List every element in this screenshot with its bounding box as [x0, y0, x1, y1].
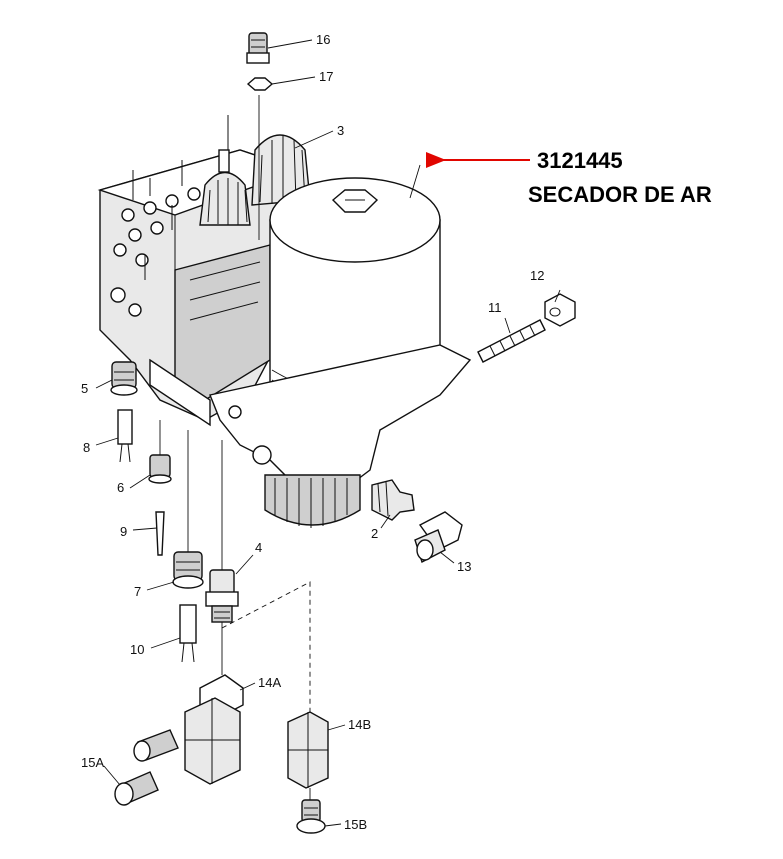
pin-10 — [179, 604, 197, 663]
callout-17: 17 — [319, 69, 333, 84]
callout-7: 7 — [134, 584, 141, 599]
callout-14b: 14B — [348, 717, 371, 732]
callout-15a: 15A — [81, 755, 104, 770]
dryer-base — [209, 344, 472, 528]
callout-4: 4 — [255, 540, 262, 555]
part-number-label: 3121445 — [537, 148, 623, 173]
fitting-13 — [414, 511, 463, 564]
callout-1: 1 — [425, 152, 432, 167]
coupling-block-14b — [287, 711, 329, 789]
callout-10: 10 — [130, 642, 144, 657]
pin-8 — [117, 409, 133, 463]
nut-12 — [544, 293, 576, 327]
plug-7 — [172, 551, 204, 589]
fitting-15a-lower — [114, 771, 159, 806]
plug-5 — [110, 361, 138, 396]
valve-block-housing — [97, 115, 303, 427]
callout-leaders — [95, 39, 561, 827]
dashed-connection-line — [221, 581, 311, 720]
callout-16: 16 — [316, 32, 330, 47]
callout-14a: 14A — [258, 675, 281, 690]
fitting-15b — [296, 799, 326, 834]
nut-17 — [246, 77, 274, 91]
callout-2: 2 — [371, 526, 378, 541]
callout-13: 13 — [457, 559, 471, 574]
callout-9: 9 — [120, 524, 127, 539]
callout-labels: 16 17 3 1 12 11 5 8 6 9 7 10 4 2 13 14A … — [81, 32, 544, 832]
pin-9 — [155, 511, 165, 556]
coupling-block-14a — [184, 674, 244, 785]
callout-12: 12 — [530, 268, 544, 283]
callout-5: 5 — [81, 381, 88, 396]
callout-3: 3 — [337, 123, 344, 138]
callout-6: 6 — [117, 480, 124, 495]
callout-15b: 15B — [344, 817, 367, 832]
callout-11: 11 — [488, 300, 502, 315]
plug-6 — [148, 454, 172, 484]
fitting-4 — [205, 569, 239, 623]
fitting-2 — [371, 479, 415, 521]
fitting-15a-upper — [133, 729, 179, 762]
connector-16 — [246, 32, 270, 64]
governor-cap-left — [199, 149, 251, 226]
callout-8: 8 — [83, 440, 90, 455]
stud-11 — [477, 319, 546, 363]
part-name-label: SECADOR DE AR — [528, 182, 712, 207]
governor-cap-right — [251, 134, 311, 206]
